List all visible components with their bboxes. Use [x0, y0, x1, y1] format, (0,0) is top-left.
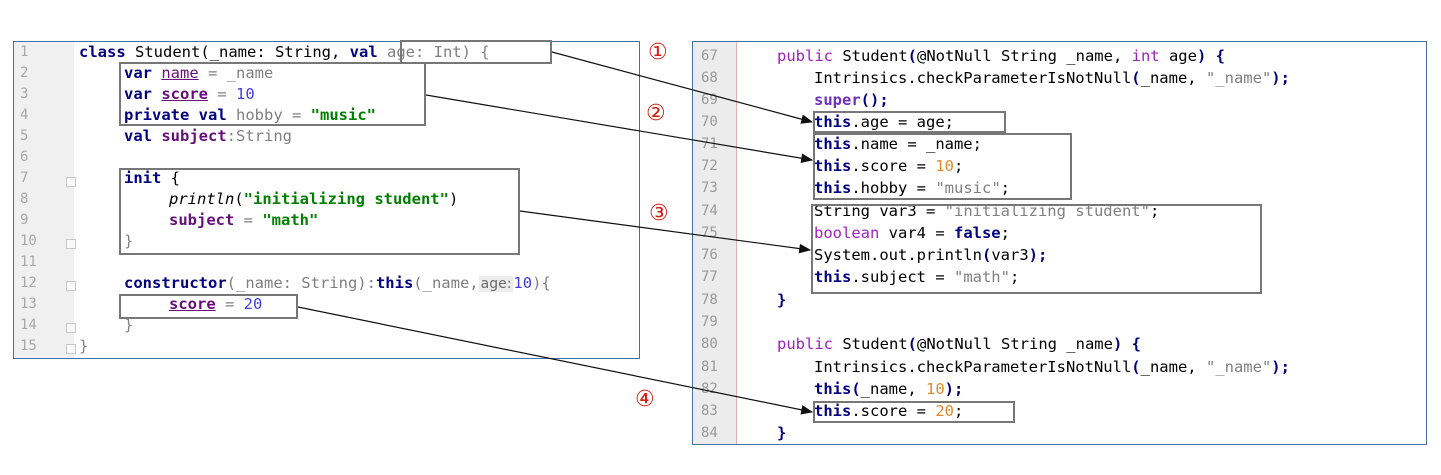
- highlight-box-val-age: [400, 40, 552, 64]
- java-line-80: public Student(@NotNull String _name) {: [777, 335, 1141, 353]
- line-number: 73: [701, 180, 718, 196]
- code-line-5: val subject:String: [124, 127, 292, 145]
- line-number: 76: [701, 247, 718, 263]
- code-line-10: }: [124, 232, 134, 250]
- code-line-12: constructor(_name: String):this(_name,ag…: [124, 274, 551, 292]
- highlight-box-this-age: [813, 111, 1006, 133]
- line-number: 8: [20, 191, 29, 207]
- arrow-1: [551, 51, 814, 124]
- marker-2: ②: [646, 101, 666, 126]
- code-line-7: init {: [124, 169, 180, 187]
- line-number: 13: [20, 296, 37, 312]
- line-number-gutter: [14, 42, 74, 358]
- java-line-78: }: [777, 291, 787, 309]
- java-line-76: System.out.println(var3);: [814, 246, 1048, 264]
- line-number: 1: [20, 44, 29, 60]
- line-number: 14: [20, 317, 37, 333]
- highlight-box-properties: [119, 62, 426, 126]
- fold-marker[interactable]: [66, 177, 76, 187]
- line-number: 12: [20, 275, 37, 291]
- arrow-3: [519, 210, 812, 254]
- line-number: 71: [701, 136, 718, 152]
- code-line-14: }: [124, 316, 134, 334]
- line-number: 2: [20, 65, 29, 81]
- code-line-15: }: [79, 337, 89, 355]
- java-line-70: this.age = age;: [814, 113, 954, 131]
- line-number: 81: [701, 359, 718, 375]
- code-line-8: println("initializing student"): [169, 190, 459, 208]
- java-line-69: super();: [814, 91, 889, 109]
- arrow-2: [425, 94, 814, 163]
- line-number: 70: [701, 114, 718, 130]
- marker-1: ①: [648, 40, 668, 65]
- java-line-81: Intrinsics.checkParameterIsNotNull(_name…: [814, 358, 1290, 376]
- marker-3: ③: [649, 201, 669, 226]
- java-line-75: boolean var4 = false;: [814, 224, 1010, 242]
- line-number: 77: [701, 269, 718, 285]
- arrow-4: [297, 306, 814, 415]
- line-number: 3: [20, 86, 29, 102]
- java-line-73: this.hobby = "music";: [814, 179, 1010, 197]
- code-line-9: subject = "math": [169, 211, 319, 229]
- line-number: 83: [701, 403, 718, 419]
- java-line-82: this(_name, 10);: [814, 380, 964, 398]
- highlight-box-init-block: [119, 168, 520, 255]
- code-line-13: score = 20: [169, 295, 263, 313]
- highlight-box-field-inits: [813, 133, 1072, 200]
- line-number-gutter: [693, 42, 737, 444]
- line-number: 82: [701, 381, 718, 397]
- java-line-74: String var3 = "initializing student";: [814, 202, 1160, 220]
- fold-marker[interactable]: [66, 239, 76, 249]
- java-line-71: this.name = _name;: [814, 135, 982, 153]
- line-number: 67: [701, 48, 718, 64]
- java-line-72: this.score = 10;: [814, 157, 964, 175]
- line-number: 15: [20, 338, 37, 354]
- fold-marker[interactable]: [66, 281, 76, 291]
- fold-marker[interactable]: [66, 344, 76, 354]
- line-number: 80: [701, 336, 718, 352]
- line-number: 6: [20, 149, 29, 165]
- java-line-68: Intrinsics.checkParameterIsNotNull(_name…: [814, 69, 1290, 87]
- line-number: 10: [20, 233, 37, 249]
- line-number: 11: [20, 254, 37, 270]
- line-number: 4: [20, 107, 29, 123]
- line-number: 79: [701, 314, 718, 330]
- line-number: 7: [20, 170, 29, 186]
- line-number: 5: [20, 128, 29, 144]
- line-number: 84: [701, 425, 718, 441]
- java-line-83: this.score = 20;: [814, 402, 964, 420]
- code-line-4: private val hobby = "music": [124, 106, 376, 124]
- line-number: 9: [20, 212, 29, 228]
- line-number: 78: [701, 292, 718, 308]
- line-number: 72: [701, 158, 718, 174]
- fold-marker[interactable]: [66, 323, 76, 333]
- marker-4: ④: [635, 387, 655, 412]
- code-line-3: var score = 10: [124, 85, 255, 103]
- highlight-box-score-assign: [119, 294, 298, 319]
- java-line-84: }: [777, 424, 787, 442]
- line-number: 74: [701, 203, 718, 219]
- java-line-77: this.subject = "math";: [814, 268, 1020, 286]
- java-line-67: public Student(@NotNull String _name, in…: [777, 47, 1225, 65]
- line-number: 68: [701, 70, 718, 86]
- code-line-1: class Student(_name: String, val age: In…: [79, 43, 490, 61]
- code-line-2: var name = _name: [124, 64, 274, 82]
- highlight-box-this-score: [813, 401, 1015, 423]
- highlight-box-init-translation: [811, 204, 1262, 294]
